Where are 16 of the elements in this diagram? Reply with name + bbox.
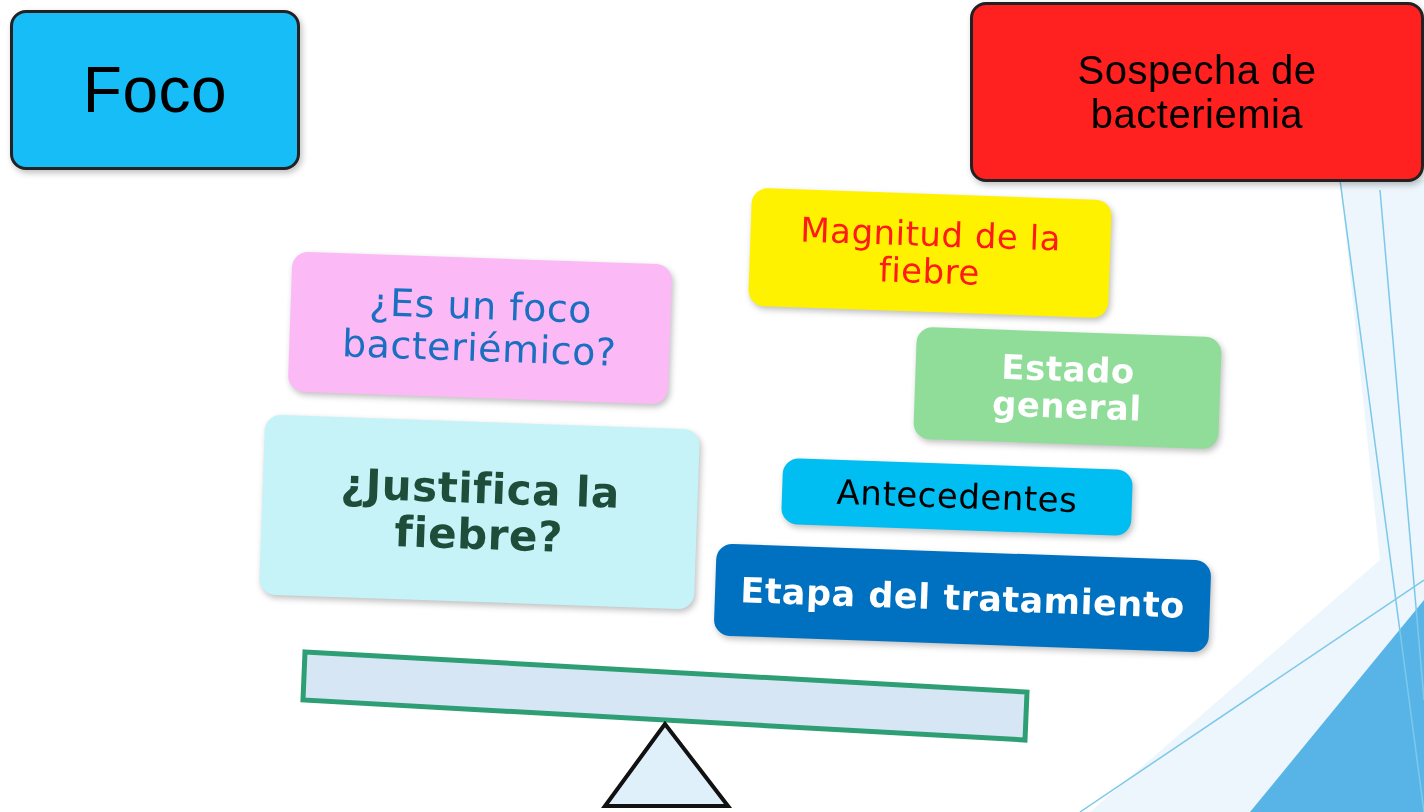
weight-card (287, 251, 673, 405)
weight-card (748, 187, 1112, 319)
weight-card (780, 457, 1134, 537)
card-label: Etapa del tratamiento (739, 571, 1186, 625)
weight-card (713, 543, 1212, 653)
card-label: ¿Es un foco bacteriémico? (340, 280, 619, 376)
card-label: Antecedentes (836, 474, 1078, 520)
weight-card (259, 414, 700, 610)
weight-card (913, 326, 1222, 450)
card-label: Foco (82, 54, 228, 126)
card-label: ¿Justifica la fiebre? (339, 458, 622, 564)
card-label: Magnitud de la fiebre (798, 210, 1063, 295)
card-label: Sospecha de bacteriemia (1076, 48, 1318, 136)
heading-box (10, 10, 300, 170)
card-label: Estado general (990, 345, 1144, 431)
heading-box (970, 2, 1424, 182)
